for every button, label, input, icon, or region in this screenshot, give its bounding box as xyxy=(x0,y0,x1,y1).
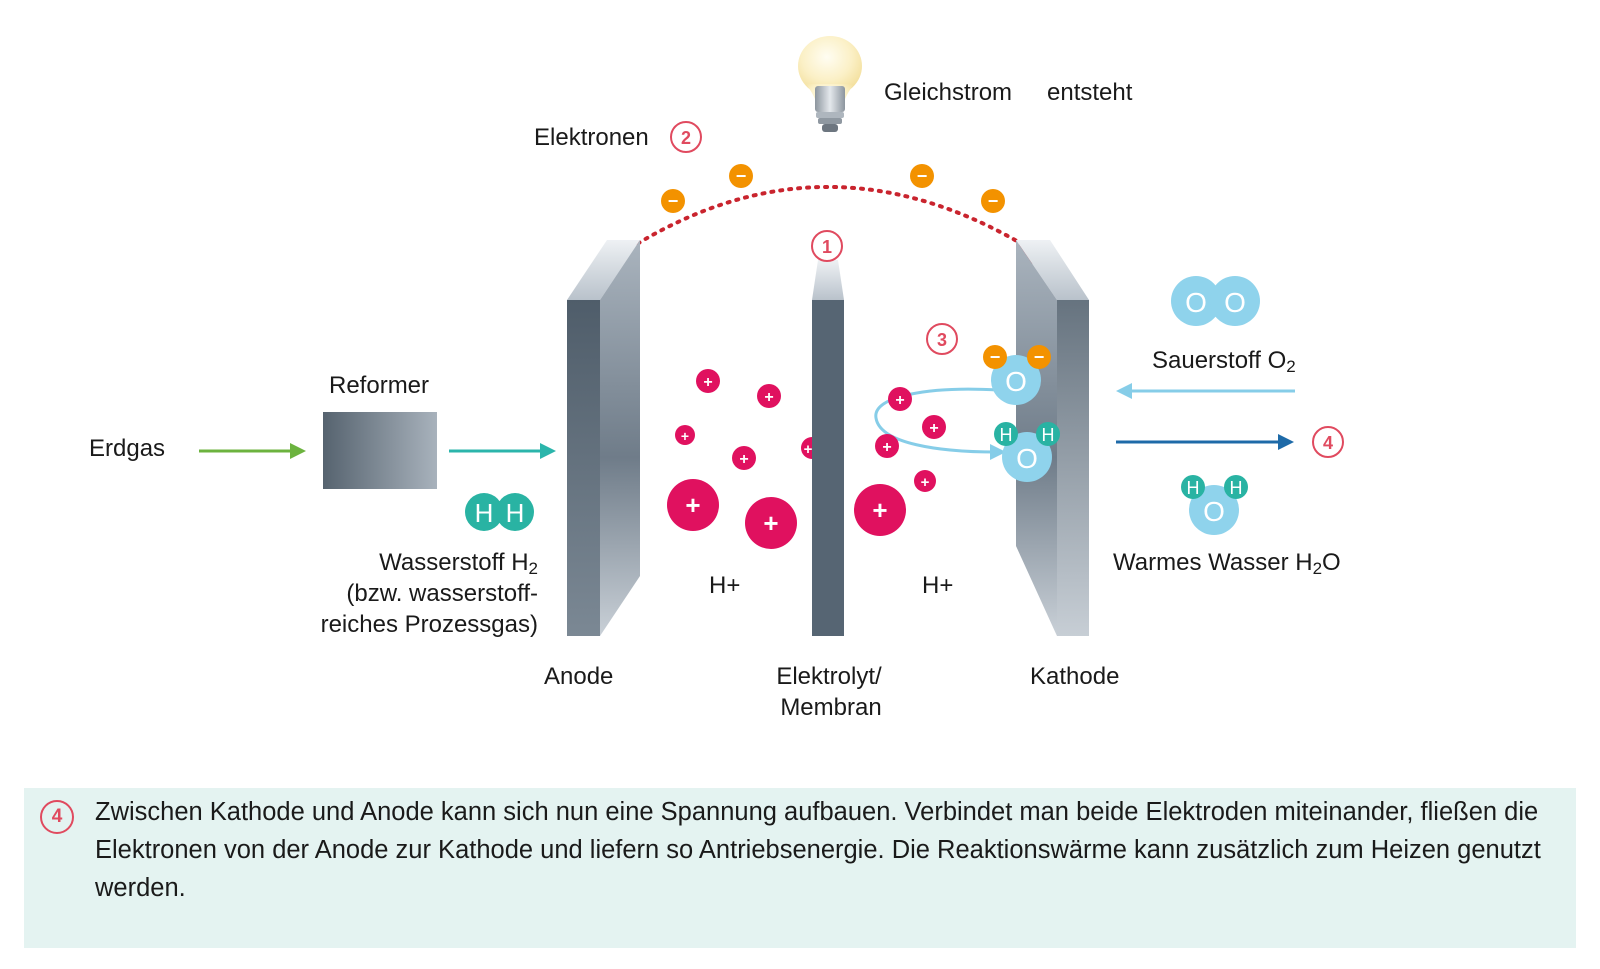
svg-text:+: + xyxy=(921,474,930,491)
info-text: Zwischen Kathode und Anode kann sich nun… xyxy=(95,798,1541,902)
svg-text:+: + xyxy=(681,428,689,444)
proton-large: + xyxy=(667,479,719,531)
svg-text:−: − xyxy=(990,347,1001,367)
svg-text:−: − xyxy=(988,191,999,211)
svg-text:+: + xyxy=(739,451,748,468)
step-badge-2-number: 2 xyxy=(681,128,691,148)
fuel-cell-diagram: Gleichstrom entsteht Elektronen 2 − − − … xyxy=(89,36,1344,721)
oxygen-molecule-icon: O O xyxy=(1171,276,1260,326)
hydrogen-molecule-icon: H H xyxy=(465,493,534,531)
svg-text:+: + xyxy=(764,389,773,406)
elektrolyt-label: Elektrolyt/ xyxy=(776,663,882,690)
reaction-loop-arrowhead xyxy=(990,444,1006,460)
wasserstoff-label-line2: (bzw. wasserstoff- xyxy=(346,580,538,607)
svg-text:H: H xyxy=(506,498,525,528)
step-badge-1-number: 1 xyxy=(822,237,832,257)
svg-text:H: H xyxy=(1000,425,1013,445)
electron: − xyxy=(910,164,934,188)
svg-text:−: − xyxy=(1034,347,1045,367)
reaction-loop-arrow xyxy=(874,387,999,454)
proton: + xyxy=(914,470,936,492)
electron-flow-arc xyxy=(613,185,1034,260)
kathode-label: Kathode xyxy=(1030,663,1119,690)
svg-text:O: O xyxy=(1185,287,1207,318)
proton-large: + xyxy=(745,497,797,549)
info-box xyxy=(24,788,1576,948)
svg-text:+: + xyxy=(703,374,712,391)
proton: + xyxy=(888,387,912,411)
warmes-wasser-label: Warmes Wasser H2O xyxy=(1113,549,1341,578)
svg-text:−: − xyxy=(917,166,928,186)
electron: − xyxy=(729,164,753,188)
membran-label: Membran xyxy=(780,694,881,721)
info-step-badge-4: 4 xyxy=(40,800,74,834)
svg-text:+: + xyxy=(929,420,938,437)
svg-text:−: − xyxy=(668,191,679,211)
oxygen-arrowhead xyxy=(1116,383,1132,399)
membrane-overlay xyxy=(812,430,844,470)
step-badge-2: 2 xyxy=(670,121,702,153)
erdgas-label: Erdgas xyxy=(89,435,165,462)
svg-text:+: + xyxy=(763,508,778,538)
light-bulb-icon xyxy=(798,36,862,132)
proton: + xyxy=(875,434,899,458)
water-output-arrowhead xyxy=(1278,434,1294,450)
elektronen-label: Elektronen xyxy=(534,124,649,151)
h-plus-label-right: H+ xyxy=(922,572,953,599)
electron: − xyxy=(981,189,1005,213)
h-plus-label-left: H+ xyxy=(709,572,740,599)
svg-text:O: O xyxy=(1224,287,1246,318)
water-molecule-output: O H H xyxy=(1181,475,1248,535)
svg-text:H: H xyxy=(1230,478,1243,498)
step-badge-3: 3 xyxy=(926,323,958,355)
proton: + xyxy=(732,446,756,470)
erdgas-arrowhead xyxy=(290,443,306,459)
proton-large: + xyxy=(854,484,906,536)
wasserstoff-label-line3: reiches Prozessgas) xyxy=(321,611,538,638)
svg-text:+: + xyxy=(804,441,813,458)
svg-text:+: + xyxy=(895,392,904,409)
step-badge-4: 4 xyxy=(1312,426,1344,458)
water-molecule-cathode: O H H xyxy=(994,422,1060,482)
gleichstrom-label: Gleichstrom xyxy=(884,79,1012,106)
oxygen-ion: O − − xyxy=(983,345,1051,405)
svg-text:H: H xyxy=(475,498,494,528)
proton: + xyxy=(675,425,695,445)
svg-text:O: O xyxy=(1016,443,1038,474)
svg-text:+: + xyxy=(872,495,887,525)
reformer-label: Reformer xyxy=(329,372,429,399)
step-badge-1: 1 xyxy=(811,230,843,262)
anode-label: Anode xyxy=(544,663,613,690)
proton: + xyxy=(922,415,946,439)
reformer-box xyxy=(323,412,437,489)
svg-text:−: − xyxy=(736,166,747,186)
proton: + xyxy=(696,369,720,393)
svg-text:O: O xyxy=(1005,366,1027,397)
anode-plate xyxy=(567,240,640,636)
sauerstoff-label: Sauerstoff O2 xyxy=(1152,347,1296,376)
svg-text:+: + xyxy=(882,439,891,456)
svg-text:H: H xyxy=(1187,478,1200,498)
svg-text:O: O xyxy=(1203,496,1225,527)
proton: + xyxy=(757,384,781,408)
step-badge-4-number: 4 xyxy=(1323,433,1333,453)
step-badge-3-number: 3 xyxy=(937,330,947,350)
electron: − xyxy=(661,189,685,213)
svg-text:H: H xyxy=(1042,425,1055,445)
entsteht-label: entsteht xyxy=(1047,79,1133,106)
hydrogen-arrowhead xyxy=(540,443,556,459)
wasserstoff-label: Wasserstoff H2 xyxy=(379,549,538,578)
svg-text:+: + xyxy=(685,490,700,520)
